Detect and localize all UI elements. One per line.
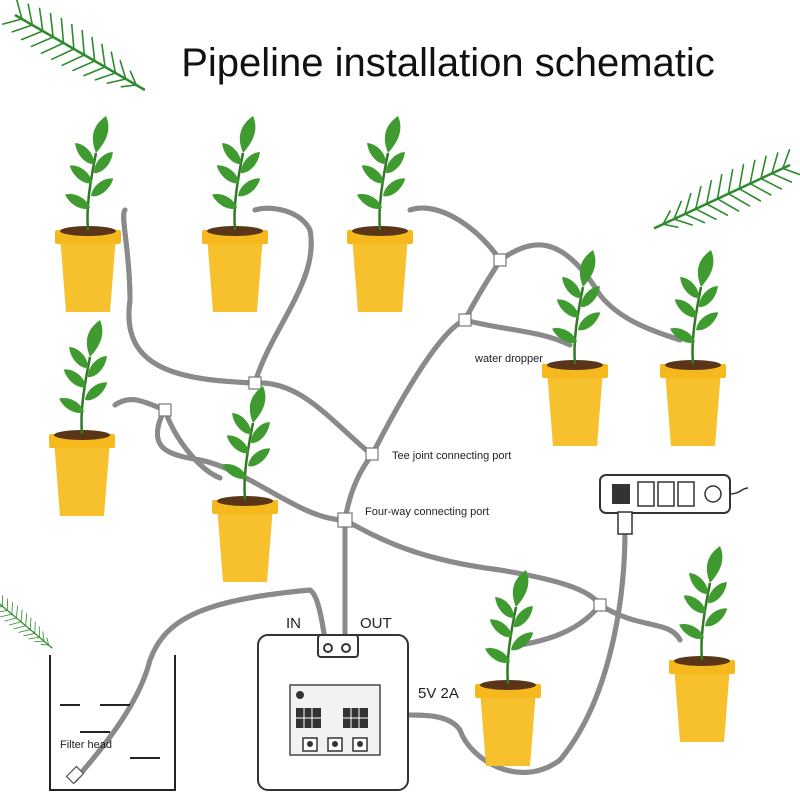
- water-dropper-label: water dropper: [474, 353, 543, 365]
- pine-branch-icon: [644, 143, 800, 248]
- power-strip-icon: [599, 474, 749, 535]
- pine-branch-icon: [0, 0, 157, 109]
- pine-branch-icon: [0, 589, 60, 657]
- potted-plant-icon: [542, 250, 608, 446]
- four-way-label: Four-way connecting port: [365, 506, 489, 518]
- tee-joint-connector: [158, 253, 607, 612]
- potted-plant-icon: [475, 570, 541, 766]
- power-label: 5V 2A: [418, 685, 459, 702]
- pump-in-label: IN: [286, 615, 301, 632]
- water-container-icon: [49, 655, 176, 791]
- potted-plant-icon: [202, 116, 268, 312]
- tee-joint-label: Tee joint connecting port: [392, 450, 511, 462]
- potted-plant-icon: [347, 116, 413, 312]
- potted-plant-icon: [212, 386, 278, 582]
- four-way-connector: [337, 512, 353, 528]
- potted-plant-icon: [49, 320, 115, 516]
- page-title: Pipeline installation schematic: [181, 41, 715, 85]
- potted-plant-icon: [55, 116, 121, 312]
- potted-plant-icon: [660, 250, 726, 446]
- pump-controller-icon: [257, 634, 409, 791]
- pump-out-label: OUT: [360, 615, 392, 632]
- potted-plant-icon: [669, 546, 735, 742]
- filter-head-label: Filter head: [60, 739, 112, 751]
